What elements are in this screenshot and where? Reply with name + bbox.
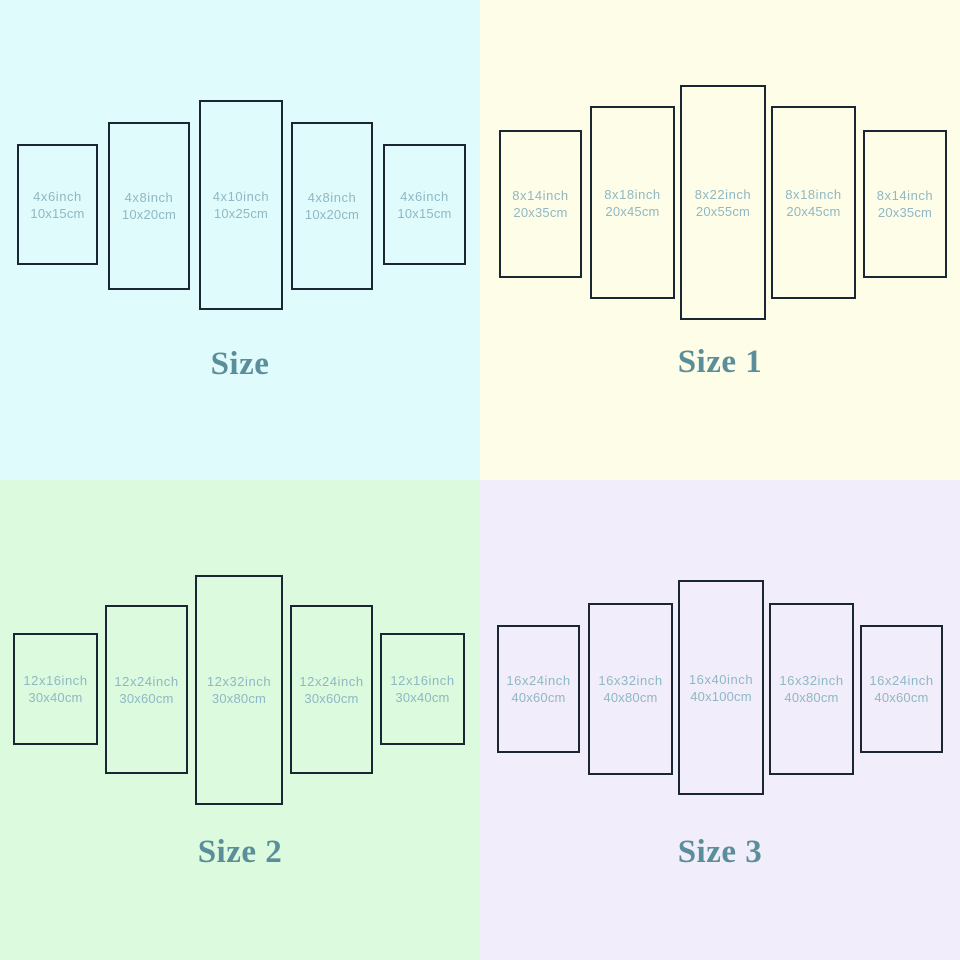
canvas-panel[interactable]: 16x24inch 40x60cm (497, 625, 580, 753)
panel-size-inch: 16x32inch (598, 673, 663, 688)
panel-size-inch: 4x6inch (400, 188, 449, 204)
panel-size-cm: 40x60cm (874, 690, 929, 705)
panel-size-inch: 16x32inch (779, 673, 844, 688)
panel-size-cm: 10x20cm (121, 207, 177, 222)
panel-size-cm: 30x40cm (395, 690, 450, 705)
panel-size-label: 12x16inch 30x40cm (390, 672, 454, 706)
canvas-panel[interactable]: 12x16inch 30x40cm (13, 633, 98, 745)
canvas-panel[interactable]: 4x10inch 10x25cm (199, 100, 283, 310)
panel-size-inch: 4x10inch (212, 189, 270, 204)
quadrant-caption-size: Size (210, 346, 270, 382)
quadrant-caption-size-2: Size 2 (197, 834, 283, 870)
panel-size-inch: 16x40inch (688, 671, 754, 687)
panel-size-label: 4x8inch 10x20cm (305, 189, 359, 223)
panel-size-inch: 8x18inch (604, 186, 661, 202)
panel-size-label: 12x32inch 30x80cm (207, 673, 271, 707)
panel-size-cm: 10x15cm (30, 205, 85, 221)
quadrant-caption-size-3: Size 3 (677, 834, 763, 870)
panel-size-label: 8x14inch 20x35cm (877, 187, 933, 221)
panel-size-cm: 40x80cm (784, 690, 839, 705)
panel-size-inch: 16x24inch (869, 673, 934, 688)
panel-size-cm: 40x80cm (603, 690, 658, 705)
panel-size-label: 4x8inch 10x20cm (122, 189, 176, 223)
panel-size-cm: 20x35cm (513, 205, 568, 220)
canvas-panel[interactable]: 12x16inch 30x40cm (380, 633, 465, 745)
panel-size-cm: 20x55cm (695, 203, 751, 219)
panel-size-cm: 10x15cm (397, 205, 452, 221)
panel-size-label: 8x14inch 20x35cm (512, 187, 568, 221)
panel-size-cm: 20x45cm (786, 203, 841, 219)
panel-size-label: 4x10inch 10x25cm (213, 188, 269, 222)
panel-size-inch: 4x8inch (124, 190, 174, 205)
panel-size-cm: 20x45cm (605, 203, 660, 219)
panel-size-cm: 40x60cm (511, 690, 566, 705)
canvas-panel[interactable]: 12x32inch 30x80cm (195, 575, 283, 805)
panel-size-label: 16x32inch 40x80cm (598, 672, 662, 706)
panel-size-inch: 8x22inch (694, 186, 752, 202)
canvas-panel[interactable]: 4x8inch 10x20cm (291, 122, 373, 290)
panel-size-inch: 12x16inch (390, 673, 455, 688)
panel-size-inch: 8x14inch (876, 188, 934, 203)
panel-size-inch: 8x18inch (785, 186, 842, 202)
panel-size-cm: 10x25cm (213, 206, 269, 221)
panel-group-size-3: 16x24inch 40x60cm 16x32inch 40x80cm 16x40inc… (480, 480, 960, 960)
panel-size-inch: 4x6inch (33, 188, 82, 204)
panel-size-cm: 40x100cm (690, 688, 752, 704)
panel-size-cm: 30x60cm (304, 690, 359, 706)
panel-size-inch: 12x24inch (114, 673, 179, 689)
canvas-panel[interactable]: 8x14inch 20x35cm (863, 130, 947, 278)
canvas-panel[interactable]: 16x24inch 40x60cm (860, 625, 943, 753)
panel-size-inch: 12x24inch (299, 673, 364, 689)
quadrant-caption-size-1: Size 1 (677, 344, 763, 380)
panel-size-cm: 20x35cm (877, 205, 933, 220)
panel-size-cm: 30x60cm (119, 690, 174, 706)
canvas-panel[interactable]: 8x14inch 20x35cm (499, 130, 582, 278)
canvas-panel[interactable]: 4x8inch 10x20cm (108, 122, 190, 290)
panel-size-cm: 30x80cm (211, 691, 267, 706)
panel-size-label: 16x24inch 40x60cm (869, 672, 933, 706)
panel-size-cm: 30x40cm (28, 690, 83, 705)
panel-size-inch: 12x16inch (23, 673, 88, 688)
panel-size-cm: 10x20cm (304, 207, 360, 222)
panel-size-label: 12x16inch 30x40cm (23, 672, 87, 706)
panel-size-label: 16x24inch 40x60cm (506, 672, 570, 706)
panel-size-label: 16x32inch 40x80cm (779, 672, 843, 706)
quadrant-size-3: 16x24inch 40x60cm 16x32inch 40x80cm 16x40inc… (480, 480, 960, 960)
panel-size-inch: 4x8inch (307, 190, 357, 205)
panel-size-inch: 16x24inch (506, 673, 571, 688)
panel-size-inch: 8x14inch (512, 188, 569, 203)
canvas-panel[interactable]: 16x32inch 40x80cm (769, 603, 854, 775)
canvas-panel[interactable]: 16x32inch 40x80cm (588, 603, 673, 775)
panel-size-inch: 12x32inch (206, 674, 272, 689)
